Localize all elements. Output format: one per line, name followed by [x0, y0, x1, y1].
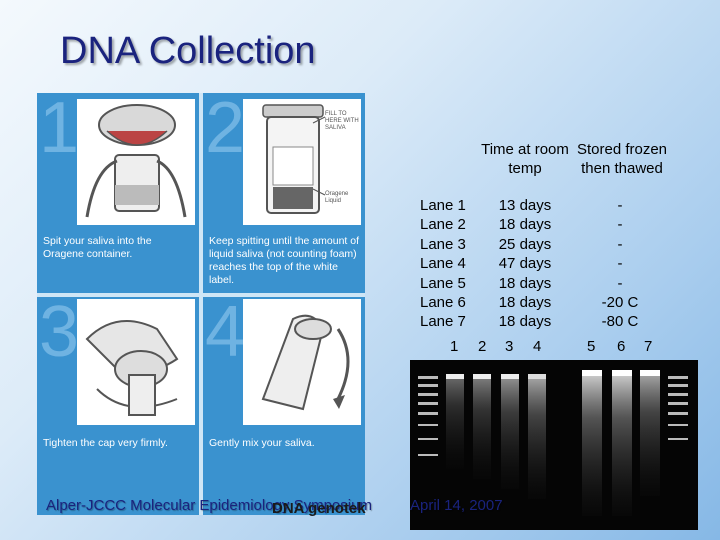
step-caption: Gently mix your saliva.: [209, 437, 315, 449]
gel-lane-number: 2: [478, 338, 487, 355]
stored-column: - - - - - -20 C -80 C: [578, 196, 662, 332]
tube-illustration: FILL TO HERE WITH SALIVA Oragene Liquid: [243, 99, 361, 225]
gel-lane-number: 4: [533, 338, 542, 355]
step-4: 4 Gently mix your saliva.: [203, 292, 365, 497]
lane-label: Lane 1: [420, 197, 466, 214]
stored-value: -20 C: [601, 293, 639, 311]
lane-label: Lane 3: [420, 235, 466, 253]
time-column: 13 days 18 days 25 days 47 days 18 days …: [488, 196, 562, 332]
lane-label: Lane 4: [420, 255, 466, 273]
slide-title: DNA Collection: [60, 30, 316, 72]
lane-label: Lane 2: [420, 216, 466, 234]
step-number: 1: [39, 93, 80, 168]
spit-illustration: [77, 99, 195, 225]
step-caption: Spit your saliva into the Oragene contai…: [43, 235, 152, 260]
gel-lane-number: 1: [450, 338, 459, 355]
footer-date: April 14, 2007: [410, 497, 503, 514]
panel-divider: [37, 293, 365, 297]
header-stored-frozen: Stored frozen then thawed: [576, 141, 668, 177]
stored-value: -: [617, 216, 623, 234]
panel-divider: [199, 93, 203, 515]
instruction-panel: 1 Spit your saliva into the Oragene cont…: [37, 93, 365, 515]
gel-lane-number: 6: [617, 338, 626, 355]
gel-lane-number: 5: [587, 338, 596, 355]
gel-electrophoresis-image: [410, 360, 698, 530]
cap-illustration: [77, 299, 195, 425]
mix-illustration: [243, 299, 361, 425]
time-value: 13 days: [498, 197, 552, 214]
time-value: 47 days: [498, 255, 552, 273]
stored-value: -: [617, 255, 623, 273]
footer-symposium: Alper-JCCC Molecular Epidemiology Sympos…: [46, 497, 372, 514]
step-number: 4: [205, 292, 246, 372]
gel-lane-number: 3: [505, 338, 514, 355]
time-value: 18 days: [498, 313, 552, 331]
time-value: 18 days: [498, 216, 552, 234]
time-value: 18 days: [498, 293, 552, 311]
step-1: 1 Spit your saliva into the Oragene cont…: [37, 93, 199, 293]
fill-label: FILL TO HERE WITH SALIVA: [325, 111, 359, 131]
lane-label: Lane 5: [420, 274, 466, 292]
step-number: 2: [205, 93, 246, 168]
time-value: 25 days: [498, 235, 552, 253]
stored-value: -: [617, 235, 623, 253]
stored-value: -: [617, 197, 623, 214]
tube-label: Oragene Liquid: [325, 191, 349, 204]
step-caption: Keep spitting until the amount of liquid…: [209, 235, 360, 286]
time-value: 18 days: [498, 274, 552, 292]
gel-lane-number: 7: [644, 338, 653, 355]
stored-value: -: [617, 274, 623, 292]
step-2: 2 FILL TO HERE WITH SALIVA Oragene Liqui…: [203, 93, 365, 293]
lane-label: Lane 7: [420, 313, 466, 331]
stored-value: -80 C: [601, 313, 639, 331]
step-number: 3: [39, 292, 80, 372]
step-caption: Tighten the cap very firmly.: [43, 437, 168, 449]
header-time-at-room-temp: Time at room temp: [481, 141, 569, 177]
step-3: 3 Tighten the cap very firmly.: [37, 292, 199, 497]
dna-genotek-logo: DNA genotek: [272, 500, 366, 517]
lane-column: Lane 1 Lane 2 Lane 3 Lane 4 Lane 5 Lane …: [420, 196, 466, 332]
lane-label: Lane 6: [420, 293, 466, 311]
